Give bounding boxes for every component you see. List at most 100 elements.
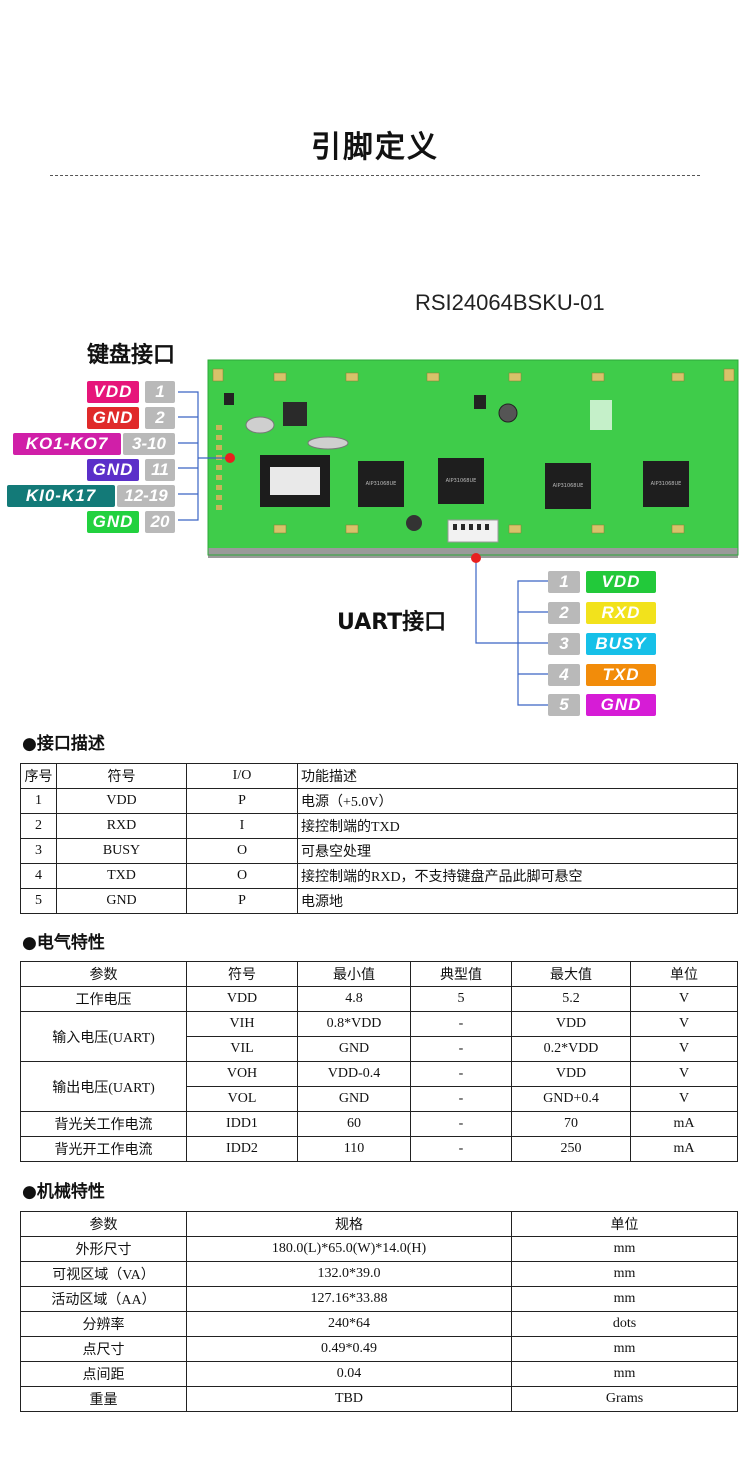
title-divider <box>50 175 700 176</box>
interface-desc-table: 序号 符号 I/O 功能描述 1 VDD P 电源（+5.0V） 2 RXD I… <box>20 763 738 914</box>
table-row: 输入电压(UART) VIH 0.8*VDD - VDD V <box>20 1011 738 1062</box>
uart-pin-row: 2 RXD <box>548 602 658 624</box>
electrical-table: 参数 符号 最小值 典型值 最大值 单位 工作电压 VDD 4.8 5 5.2 … <box>20 961 738 1162</box>
table-row: 5 GND P 电源地 <box>20 888 738 914</box>
table-cell: 背光关工作电流 <box>20 1111 187 1137</box>
table-cell: 70 <box>511 1111 631 1137</box>
table-row: 工作电压 VDD 4.8 5 5.2 V <box>20 986 738 1012</box>
interface-desc-heading: ●接口描述 <box>22 734 105 754</box>
header-cell: 最大值 <box>511 961 631 987</box>
table-cell: IDD1 <box>186 1111 298 1137</box>
page-title: 引脚定义 <box>311 130 439 165</box>
pin-signal-label: BUSY <box>586 633 656 655</box>
table-cell: V <box>630 1036 738 1062</box>
pcb-board-illustration: AIP31068UE AIP31068UE AIP31068UE AIP3106… <box>178 359 739 706</box>
table-cell: VDD <box>511 1061 631 1087</box>
uart-pin-row: 4 TXD <box>548 664 658 686</box>
pin-signal-label: VDD <box>586 571 656 593</box>
table-cell: mm <box>511 1336 738 1362</box>
table-cell: - <box>410 1086 512 1112</box>
table-cell: GND+0.4 <box>511 1086 631 1112</box>
header-cell: 最小值 <box>297 961 411 987</box>
mechanical-heading: ●机械特性 <box>22 1182 105 1202</box>
table-cell: BUSY <box>56 838 187 864</box>
pin-number: 20 <box>145 511 175 533</box>
pin-signal-label: KI0-K17 <box>7 485 115 507</box>
uart-pin-row: 3 BUSY <box>548 633 658 655</box>
uart-pin-row: 1 VDD <box>548 571 658 593</box>
table-cell: VDD <box>186 986 298 1012</box>
pin-number: 4 <box>548 664 580 686</box>
table-cell: 电源地 <box>297 888 738 914</box>
model-number: RSI24064BSKU-01 <box>415 290 605 315</box>
mechanical-table: 参数 规格 单位 外形尺寸 180.0(L)*65.0(W)*14.0(H) m… <box>20 1211 738 1412</box>
table-cell: 外形尺寸 <box>20 1236 187 1262</box>
header-cell: 符号 <box>186 961 298 987</box>
pin-number: 2 <box>548 602 580 624</box>
table-header-row: 参数 符号 最小值 典型值 最大值 单位 <box>20 961 738 987</box>
table-row: 4 TXD O 接控制端的RXD，不支持键盘产品此脚可悬空 <box>20 863 738 889</box>
table-cell: 分辨率 <box>20 1311 187 1337</box>
keyboard-interface-title: 键盘接口 <box>87 343 176 368</box>
header-cell: 参数 <box>20 961 187 987</box>
table-row: 可视区域（VA） 132.0*39.0 mm <box>20 1261 738 1287</box>
table-cell: 180.0(L)*65.0(W)*14.0(H) <box>186 1236 512 1262</box>
table-header-row: 序号 符号 I/O 功能描述 <box>20 763 738 789</box>
table-cell: - <box>410 1061 512 1087</box>
pin-signal-label: RXD <box>586 602 656 624</box>
table-row: 1 VDD P 电源（+5.0V） <box>20 788 738 814</box>
table-cell: - <box>410 1111 512 1137</box>
table-cell: 1 <box>20 788 57 814</box>
table-cell: 2 <box>20 813 57 839</box>
pin-signal-label: GND <box>87 511 139 533</box>
table-cell: 可悬空处理 <box>297 838 738 864</box>
keyboard-pin-row: GND 2 <box>0 407 180 429</box>
header-cell: 单位 <box>630 961 738 987</box>
table-cell: 点尺寸 <box>20 1336 187 1362</box>
uart-pin-row: 5 GND <box>548 694 658 716</box>
table-cell: 127.16*33.88 <box>186 1286 512 1312</box>
table-cell: 3 <box>20 838 57 864</box>
table-cell: I <box>186 813 298 839</box>
table-cell: - <box>410 1011 512 1037</box>
table-cell: mm <box>511 1361 738 1387</box>
table-cell: VOH <box>186 1061 298 1087</box>
table-cell: 0.8*VDD <box>297 1011 411 1037</box>
keyboard-pin-row: KO1-KO7 3-10 <box>0 433 180 455</box>
table-cell: - <box>410 1136 512 1162</box>
table-cell: mm <box>511 1236 738 1262</box>
table-cell: VIL <box>186 1036 298 1062</box>
table-cell: P <box>186 888 298 914</box>
keyboard-pin-row: VDD 1 <box>0 381 180 403</box>
table-cell: VDD-0.4 <box>297 1061 411 1087</box>
table-cell: 可视区域（VA） <box>20 1261 187 1287</box>
table-cell: VDD <box>511 1011 631 1037</box>
pin-number: 5 <box>548 694 580 716</box>
pin-signal-label: GND <box>87 407 139 429</box>
header-cell: 规格 <box>186 1211 512 1237</box>
table-row: 重量 TBD Grams <box>20 1386 738 1412</box>
table-cell: TBD <box>186 1386 512 1412</box>
table-cell: 4.8 <box>297 986 411 1012</box>
pin-number: 3-10 <box>123 433 175 455</box>
table-cell: 工作电压 <box>20 986 187 1012</box>
header-cell: 参数 <box>20 1211 187 1237</box>
table-header-row: 参数 规格 单位 <box>20 1211 738 1237</box>
table-cell: 重量 <box>20 1386 187 1412</box>
table-cell: V <box>630 1061 738 1087</box>
table-cell: 5 <box>410 986 512 1012</box>
table-cell: 4 <box>20 863 57 889</box>
svg-text:AIP31068UE: AIP31068UE <box>553 483 584 489</box>
pin-signal-label: TXD <box>586 664 656 686</box>
table-cell: 电源（+5.0V） <box>297 788 738 814</box>
header-cell: I/O <box>186 763 298 789</box>
table-cell: 接控制端的RXD，不支持键盘产品此脚可悬空 <box>297 863 738 889</box>
pin-number: 3 <box>548 633 580 655</box>
table-cell: dots <box>511 1311 738 1337</box>
table-cell: 输入电压(UART) <box>20 1011 187 1062</box>
table-cell: Grams <box>511 1386 738 1412</box>
table-cell: RXD <box>56 813 187 839</box>
uart-interface-title: UART接口 <box>337 610 447 635</box>
table-row: 点间距 0.04 mm <box>20 1361 738 1387</box>
table-row: 外形尺寸 180.0(L)*65.0(W)*14.0(H) mm <box>20 1236 738 1262</box>
